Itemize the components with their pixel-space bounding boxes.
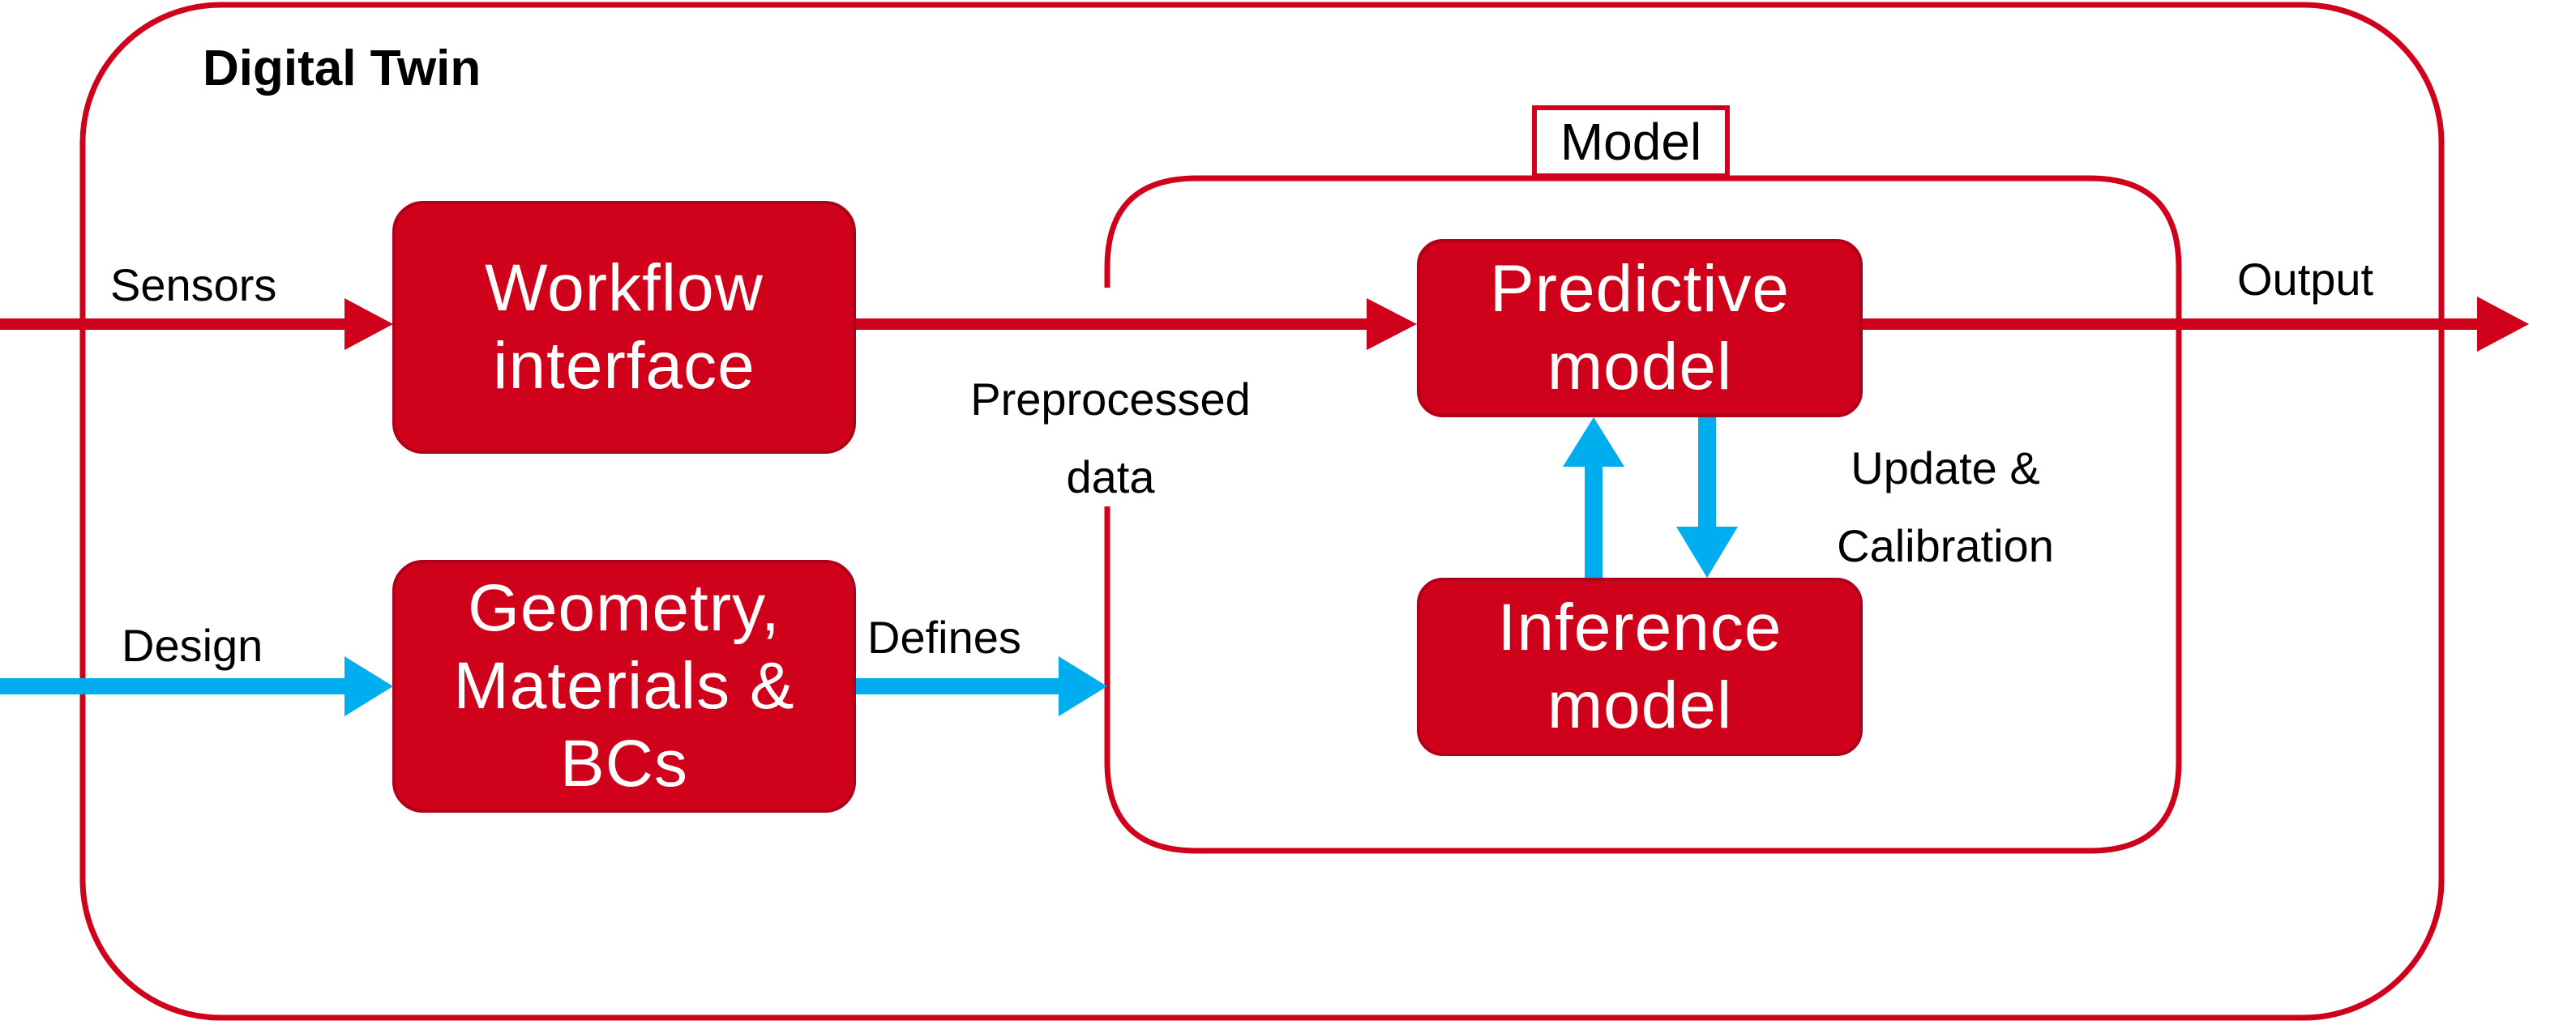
preprocessed-line2: data	[1066, 451, 1155, 502]
workflow-interface-block	[392, 201, 856, 454]
update-calibration-label: Update & Calibration	[1799, 429, 2091, 585]
inference-model-line1: Inference	[1497, 591, 1782, 664]
predictive-model-block	[1417, 239, 1863, 417]
update-line2: Calibration	[1837, 520, 2054, 571]
workflow-interface-line1: Workflow	[485, 251, 764, 325]
preprocessed-arrow-head	[1367, 298, 1417, 350]
predictive-model-line1: Predictive	[1489, 252, 1791, 326]
sensors-label: Sensors	[110, 259, 277, 310]
preprocessed-line1: Preprocessed	[970, 374, 1251, 425]
sensors-arrow-head	[344, 298, 393, 350]
inference-model-text: Inference model	[1419, 579, 1861, 754]
predictive-model-text: Predictive model	[1419, 241, 1861, 416]
digital-twin-boundary	[79, 2, 2445, 1021]
update-line1: Update &	[1851, 442, 2040, 493]
defines-label: Defines	[867, 612, 1021, 663]
calibration-up-arrow-head	[1563, 417, 1624, 467]
output-arrow-head	[2477, 297, 2529, 352]
geometry-line2: Materials &	[453, 649, 795, 723]
inference-model-line2: model	[1547, 668, 1733, 742]
model-boundary	[1104, 175, 2182, 854]
predictive-model-line2: model	[1547, 330, 1733, 404]
geometry-line1: Geometry,	[468, 571, 781, 645]
inference-model-block	[1417, 578, 1863, 756]
workflow-interface-text: Workflow interface	[394, 203, 854, 452]
output-label: Output	[2237, 254, 2374, 305]
diagram-title: Digital Twin	[203, 41, 481, 96]
geometry-block	[392, 560, 856, 813]
update-down-arrow-head	[1676, 527, 1738, 578]
preprocessed-data-label: Preprocessed data	[932, 361, 1289, 516]
model-label: Model	[1532, 105, 1730, 178]
workflow-interface-line2: interface	[493, 329, 755, 403]
design-label: Design	[122, 620, 263, 671]
defines-arrow-head	[1059, 656, 1107, 716]
geometry-text: Geometry, Materials & BCs	[394, 562, 854, 811]
geometry-line3: BCs	[560, 727, 688, 801]
design-arrow-head	[344, 656, 393, 716]
